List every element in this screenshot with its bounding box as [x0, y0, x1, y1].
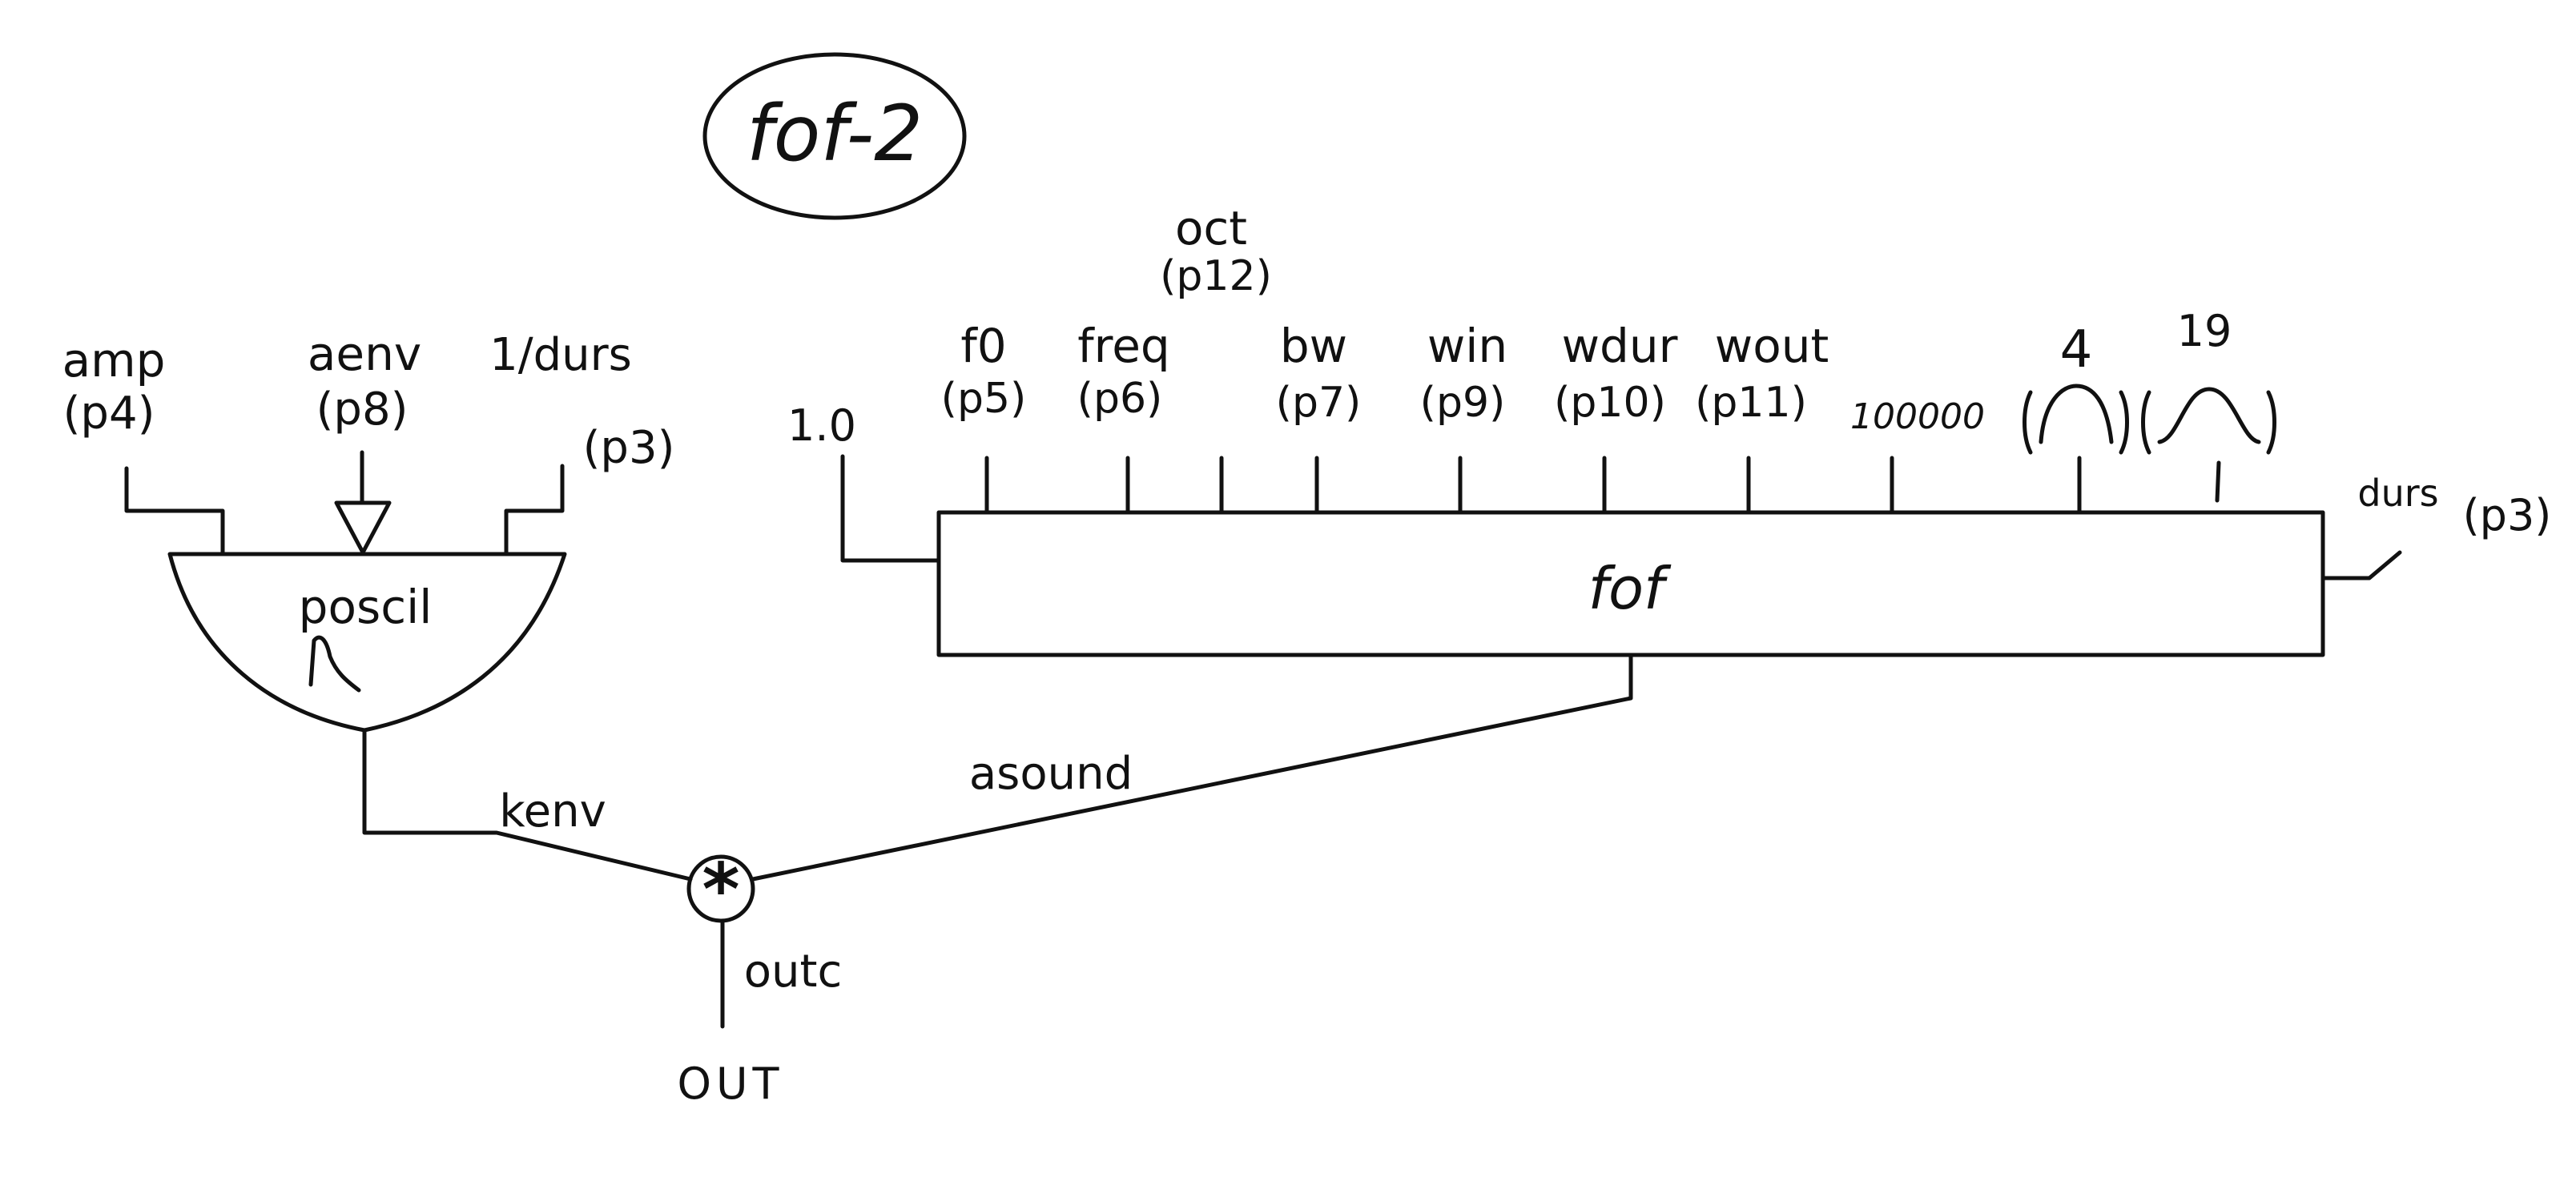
fof-left-input-label: 1.0	[787, 400, 856, 451]
sine-wave-icon	[2023, 384, 2129, 455]
wout-input: wout (p11)	[1695, 319, 1829, 515]
poscil-label: poscil	[299, 580, 433, 634]
table19-input: 19	[2141, 306, 2276, 503]
aenv-label: aenv	[308, 327, 421, 381]
inv-durs-param: (p3)	[583, 422, 675, 474]
table19-tick	[2215, 460, 2221, 503]
freq-label: freq	[1077, 319, 1170, 373]
table19-label: 19	[2177, 306, 2232, 356]
fof-top-inputs: f0 (p5) freq (p6) oct (p12) bw (p7) win …	[941, 201, 2276, 515]
wout-param: (p11)	[1695, 379, 1807, 427]
maxovr-input: 100000	[1850, 396, 1985, 515]
output-stage: outc OUT	[677, 918, 843, 1109]
inv-durs-label: 1/durs	[489, 329, 632, 381]
kenv-wire	[362, 728, 693, 882]
wout-label: wout	[1715, 319, 1829, 373]
bw-label: bw	[1280, 319, 1347, 373]
oct-input: oct (p12)	[1160, 201, 1272, 515]
freq-input: freq (p6)	[1077, 319, 1170, 515]
outc-label: outc	[744, 946, 843, 998]
asound-signal: asound	[751, 653, 1633, 882]
bw-input: bw (p7)	[1276, 319, 1362, 515]
wdur-param: (p10)	[1554, 379, 1666, 427]
wdur-label: wdur	[1562, 319, 1678, 373]
inv-durs-wire	[504, 464, 565, 556]
out-label: OUT	[677, 1058, 783, 1109]
fof-left-input: 1.0	[787, 400, 941, 563]
durs-param: (p3)	[2463, 490, 2552, 540]
fof-left-input-wire	[840, 454, 941, 563]
poscil-block: poscil	[167, 552, 567, 733]
bw-param: (p7)	[1276, 379, 1362, 427]
win-input: win (p9)	[1420, 319, 1507, 515]
title-text: fof-2	[747, 89, 923, 179]
amp-input: amp (p4)	[62, 333, 225, 556]
amp-param: (p4)	[63, 388, 155, 440]
kenv-signal: kenv	[362, 728, 693, 882]
title-badge: fof-2	[702, 52, 967, 220]
inv-durs-input: 1/durs (p3)	[489, 329, 675, 556]
window-curve-icon	[2141, 387, 2276, 455]
f0-label: f0	[960, 319, 1006, 373]
aenv-param: (p8)	[316, 384, 409, 436]
title-ellipse	[702, 52, 967, 220]
win-param: (p9)	[1420, 379, 1506, 427]
fof-label: fof	[1588, 555, 1672, 622]
kenv-label: kenv	[499, 785, 606, 838]
freq-param: (p6)	[1077, 375, 1163, 423]
win-label: win	[1427, 319, 1507, 373]
durs-label: durs	[2357, 472, 2438, 515]
amp-label: amp	[62, 333, 166, 388]
oct-label: oct	[1175, 201, 1247, 255]
table4-label: 4	[2060, 320, 2093, 380]
multiplier-node: *	[686, 848, 755, 932]
wdur-input: wdur (p10)	[1554, 319, 1678, 515]
f0-param: (p5)	[941, 375, 1027, 423]
fof-block: fof	[936, 510, 2325, 657]
aenv-arrow-icon	[334, 500, 392, 555]
f0-input: f0 (p5)	[941, 319, 1027, 515]
multiplier-symbol: *	[702, 848, 739, 932]
fof-right-input: durs (p3)	[2320, 472, 2552, 580]
envelope-curve-icon	[308, 635, 361, 693]
fof-right-input-wire	[2320, 550, 2402, 580]
aenv-input: aenv (p8)	[308, 327, 421, 555]
asound-wire	[751, 653, 1633, 882]
table4-input: 4	[2023, 320, 2129, 515]
oct-param: (p12)	[1160, 252, 1272, 300]
asound-label: asound	[969, 748, 1133, 800]
maxovr-label: 100000	[1850, 396, 1985, 437]
amp-wire	[124, 466, 225, 556]
